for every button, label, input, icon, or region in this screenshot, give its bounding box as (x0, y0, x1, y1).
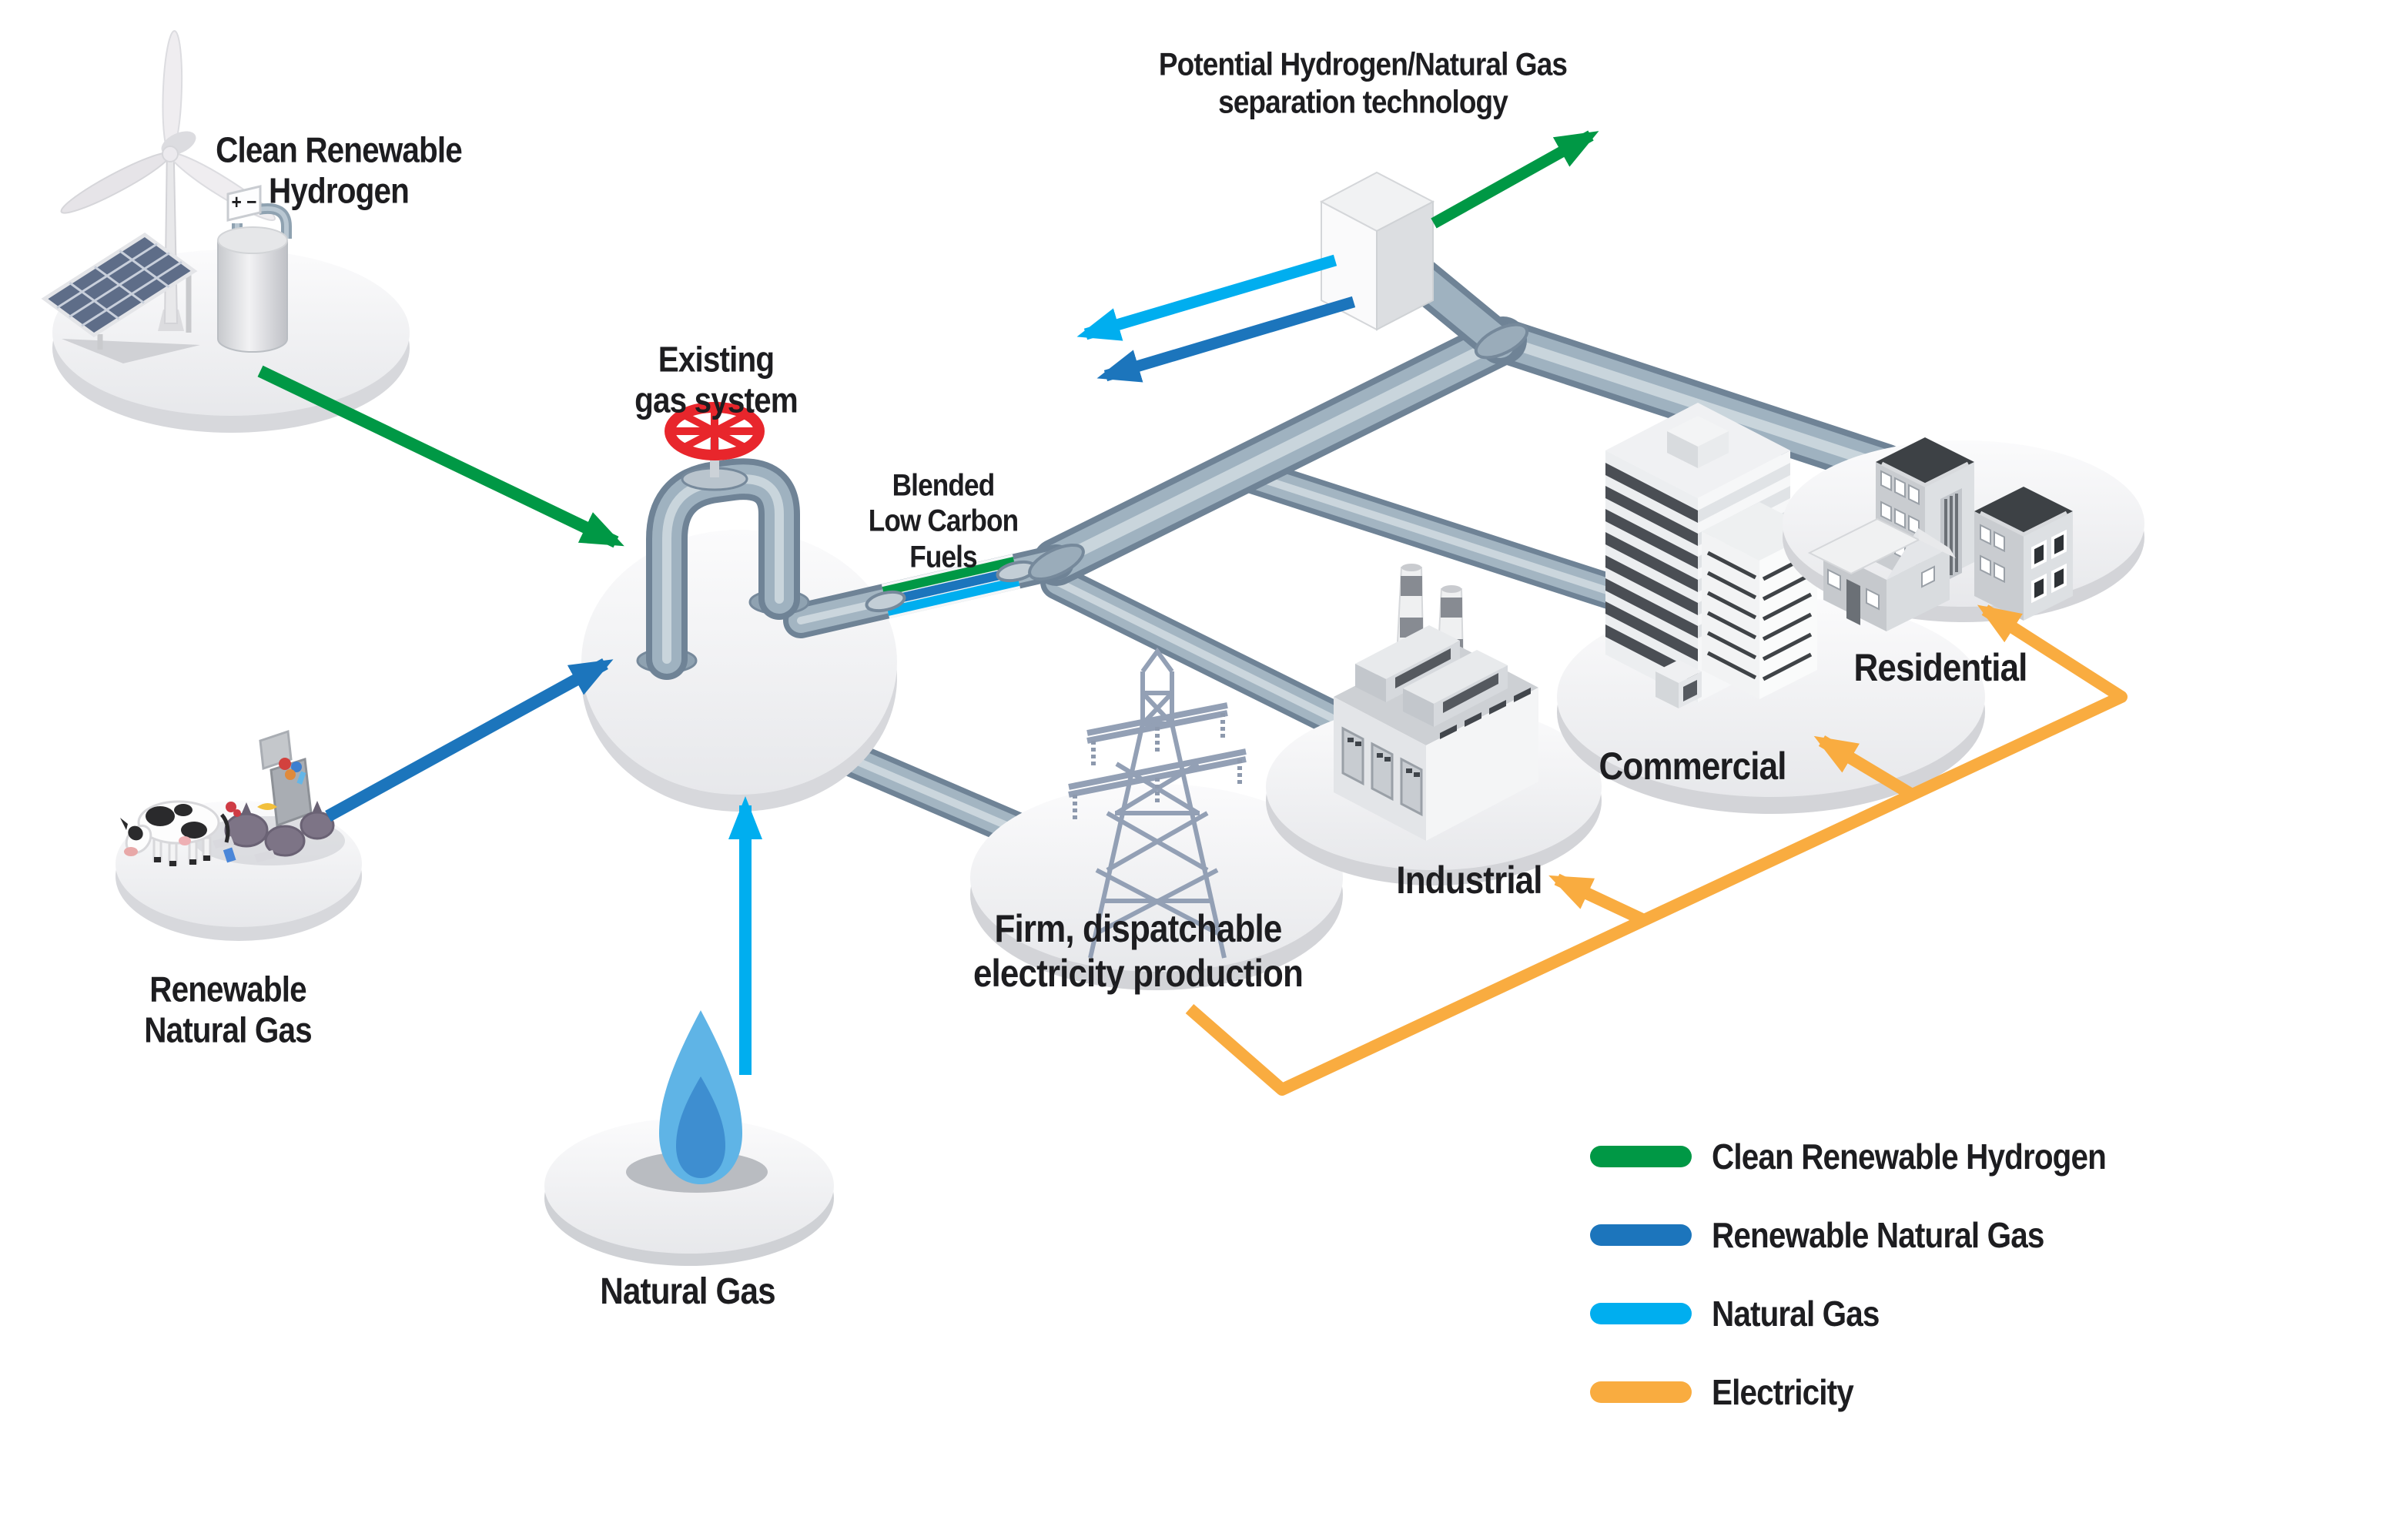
electricity-path (1185, 604, 2128, 1096)
label-commercial: Commercial (1599, 745, 1786, 788)
pipe-residential-line (1481, 318, 1907, 488)
legend-label-hydrogen: Clean Renewable Hydrogen (1712, 1137, 2107, 1177)
existing-gas-system-platform (581, 530, 897, 812)
electrolyzer-box (226, 185, 262, 222)
legend-label-electricity: Electricity (1712, 1372, 1854, 1412)
pipe-branch-commercial (1220, 454, 1675, 624)
trash-pile-icon (194, 729, 345, 865)
legend-swatch-hydrogen (1590, 1146, 1692, 1167)
cow-icon (120, 800, 230, 866)
legend-label-natural-gas: Natural Gas (1712, 1294, 1880, 1334)
label-electrolyzer-terminals: + − (231, 189, 257, 213)
pipe-junction (1028, 543, 1085, 581)
separation-rng-out-arrow (1096, 296, 1356, 383)
label-blended-low-carbon-fuels: Blended Low Carbon Fuels (868, 468, 1019, 574)
label-firm-dispatchable: Firm, dispatchable electricity productio… (973, 907, 1304, 995)
solar-panel-icon (41, 232, 200, 363)
legend-item-clean-renewable-hydrogen: Clean Renewable Hydrogen (1590, 1135, 2160, 1178)
blended-fuels-cutaway (865, 554, 1037, 619)
house-icon (1807, 517, 1956, 631)
legend-item-renewable-natural-gas: Renewable Natural Gas (1590, 1214, 2160, 1257)
label-residential: Residential (1853, 646, 2027, 689)
pipe-separation-stub (1401, 258, 1521, 364)
separation-hydrogen-out-arrow (1431, 130, 1599, 229)
transmission-tower-icon (1068, 647, 1247, 959)
legend-item-electricity: Electricity (1590, 1371, 2160, 1414)
pipe-branch-industrial (1040, 564, 1354, 738)
label-renewable-natural-gas: Renewable Natural Gas (144, 969, 312, 1050)
separation-natural-gas-out-arrow (1076, 254, 1337, 341)
separation-technology-box (1319, 171, 1435, 331)
legend-label-rng: Renewable Natural Gas (1712, 1215, 2044, 1255)
label-clean-renewable-hydrogen: Clean Renewable Hydrogen (216, 129, 463, 211)
gas-flame-icon (659, 1010, 742, 1184)
pipe-junction (1474, 323, 1529, 360)
legend-swatch-electricity (1590, 1381, 1692, 1403)
rng-flow-arrow (325, 658, 614, 822)
label-natural-gas: Natural Gas (600, 1271, 775, 1313)
legend-swatch-rng (1590, 1224, 1692, 1246)
label-industrial: Industrial (1396, 859, 1542, 902)
label-separation-technology: Potential Hydrogen/Natural Gas separatio… (1158, 45, 1568, 119)
legend: Clean Renewable Hydrogen Renewable Natur… (1590, 1135, 2160, 1449)
hydrogen-tank-icon (217, 185, 292, 353)
factory-icon (1334, 564, 1538, 841)
office-building-icon (1605, 403, 1817, 708)
valve-icon (665, 402, 765, 491)
legend-item-natural-gas: Natural Gas (1590, 1292, 2160, 1335)
pipe-main-line (1033, 316, 1527, 586)
legend-swatch-natural-gas (1590, 1303, 1692, 1324)
hydrogen-flow-arrow (257, 365, 624, 548)
label-existing-gas-system: Existing gas system (634, 339, 798, 420)
electricity-production-platform (970, 784, 1343, 990)
